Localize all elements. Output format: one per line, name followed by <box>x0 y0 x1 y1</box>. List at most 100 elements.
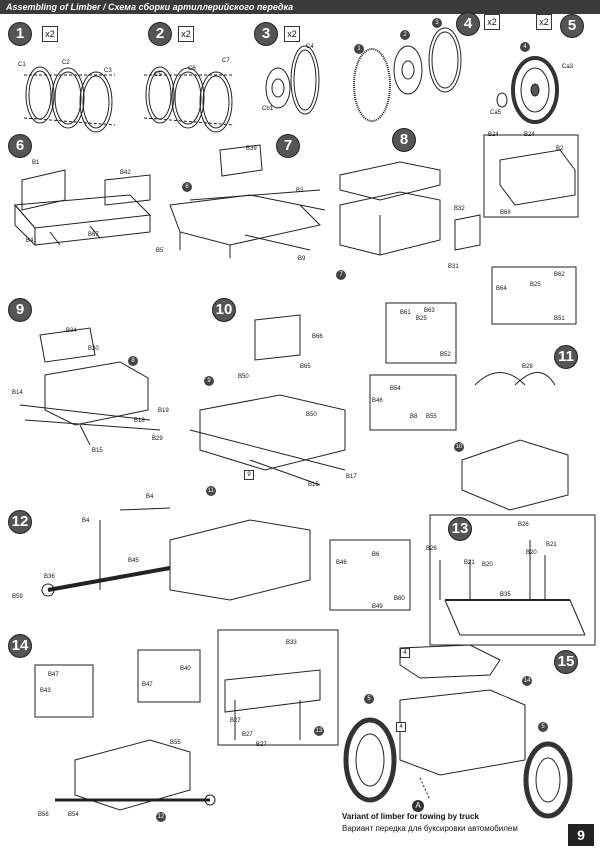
part-label: B61 <box>400 310 411 316</box>
step5-wheel-drawing <box>496 56 559 124</box>
part-label: B6 <box>372 552 380 558</box>
part-label: B67 <box>88 232 99 238</box>
part-label: B50 <box>306 412 317 418</box>
marker-4: 4 <box>400 648 410 658</box>
part-label: B24 <box>488 132 499 138</box>
part-label: B55 <box>426 414 437 420</box>
step3-hub-drawing <box>265 45 320 115</box>
step7-frame-drawing <box>169 144 326 258</box>
part-label: B16 <box>308 482 319 488</box>
step6-frame-drawing <box>13 169 152 247</box>
step-11-marker: 11 <box>554 345 578 369</box>
part-label: B21 <box>546 542 557 548</box>
step15-drawing <box>217 629 573 819</box>
part-label: B30 <box>88 346 99 352</box>
part-label: B52 <box>440 352 451 358</box>
step12-drawing <box>41 507 411 611</box>
part-label: B25 <box>530 282 541 288</box>
part-label: B62 <box>554 272 565 278</box>
variant-caption-en: Variant of limber for towing by truck <box>342 812 479 821</box>
part-label: B55 <box>170 740 181 746</box>
part-label: B45 <box>128 558 139 564</box>
variant-marker: A <box>412 800 424 812</box>
callout-11: 11 <box>206 486 216 496</box>
part-label: B63 <box>424 308 435 314</box>
part-label: B31 <box>448 264 459 270</box>
part-label: B54 <box>68 812 79 818</box>
part-label: B29 <box>152 436 163 442</box>
step14-drawing <box>34 649 216 811</box>
part-label: B4 <box>146 494 154 500</box>
page-number: 9 <box>568 824 594 846</box>
part-label: B33 <box>286 640 297 646</box>
part-label: B35 <box>500 592 511 598</box>
part-label: B2 <box>556 146 564 152</box>
marker-9: 9 <box>244 470 254 480</box>
step10-drawing <box>189 314 346 486</box>
callout-8: 8 <box>128 356 138 366</box>
step-4-marker: 4 <box>456 12 480 36</box>
part-label: Ca5 <box>490 110 502 116</box>
callout-7: 7 <box>336 270 346 280</box>
part-label: B5 <box>156 248 164 254</box>
part-label: B24 <box>524 132 535 138</box>
callout-1: 1 <box>354 44 364 54</box>
part-label: C6 <box>188 66 196 72</box>
part-label: B39 <box>246 146 257 152</box>
part-label: B36 <box>44 574 55 580</box>
part-label: B41 <box>26 238 37 244</box>
step-2-marker: 2 <box>148 22 172 46</box>
part-label: C7 <box>222 58 230 64</box>
step1-multiplier: x2 <box>42 26 58 42</box>
part-label: B9 <box>298 256 306 262</box>
part-label: B4 <box>82 518 90 524</box>
part-label: B43 <box>40 688 51 694</box>
step9-drawing <box>19 327 161 446</box>
part-label: B48 <box>336 560 347 566</box>
callout-5: 5 <box>538 722 548 732</box>
part-label: B64 <box>496 286 507 292</box>
part-label: B18 <box>134 418 145 424</box>
part-label: B20 <box>482 562 493 568</box>
step8-box-drawing <box>339 134 579 256</box>
part-label: B27 <box>242 732 253 738</box>
part-label: B47 <box>48 672 59 678</box>
callout-9: 9 <box>204 376 214 386</box>
part-label: B47 <box>142 682 153 688</box>
step-12-marker: 12 <box>8 510 32 534</box>
part-label: B34 <box>66 328 77 334</box>
part-label: B21 <box>464 560 475 566</box>
step-13-marker: 13 <box>448 517 472 541</box>
step2-rings-drawing <box>143 66 235 133</box>
variant-caption-ru: Вариант передка для буксировки автомобил… <box>342 824 518 833</box>
part-label: C2 <box>62 60 70 66</box>
marker-4: 4 <box>396 722 406 732</box>
part-label: B26 <box>518 522 529 528</box>
part-label: B25 <box>416 316 427 322</box>
part-label: B27 <box>230 718 241 724</box>
step-6-marker: 6 <box>8 134 32 158</box>
step-8-marker: 8 <box>392 128 416 152</box>
callout-10: 10 <box>454 442 464 452</box>
part-label: B14 <box>12 390 23 396</box>
part-label: B59 <box>12 594 23 600</box>
step3-multiplier: x2 <box>284 26 300 42</box>
part-label: B15 <box>92 448 103 454</box>
step2-multiplier: x2 <box>178 26 194 42</box>
part-label: C5 <box>154 72 162 78</box>
step-15-marker: 15 <box>554 650 578 674</box>
part-label: B65 <box>300 364 311 370</box>
part-label: B66 <box>312 334 323 340</box>
part-label: B20 <box>526 550 537 556</box>
part-label: B50 <box>238 374 249 380</box>
step-10-marker: 10 <box>212 298 236 322</box>
part-label: B1 <box>32 160 40 166</box>
callout-5: 5 <box>364 694 374 704</box>
part-label: B17 <box>346 474 357 480</box>
part-label: B49 <box>372 604 383 610</box>
callout-3: 3 <box>432 18 442 28</box>
part-label: Ca3 <box>562 64 574 70</box>
step4-multiplier: x2 <box>484 14 500 30</box>
step13-drawing <box>429 514 596 646</box>
